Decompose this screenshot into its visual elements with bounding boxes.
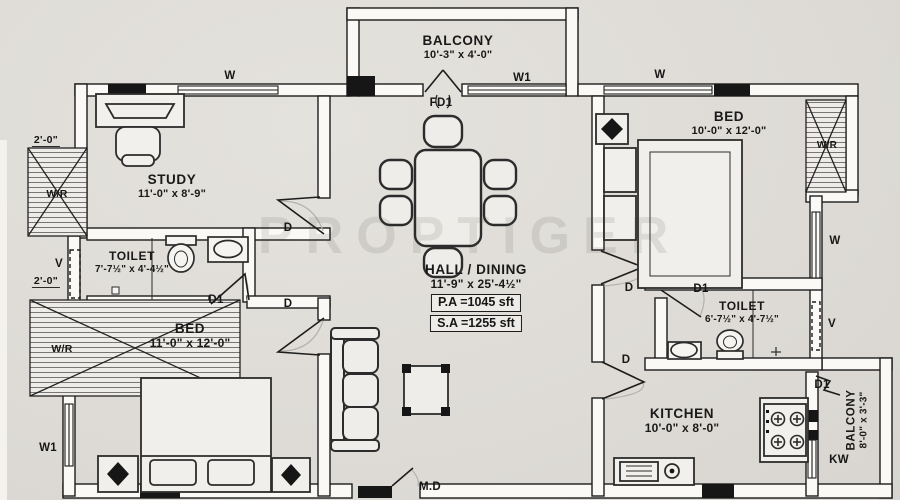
french-door-label: FD1 [429, 97, 453, 109]
room-name: BALCONY [845, 389, 858, 451]
toilet-right-door [660, 289, 702, 318]
main-door-label: M.D [419, 481, 441, 493]
wardrobe-label: W/R [46, 188, 68, 200]
center-table [402, 364, 450, 416]
sofa [330, 327, 380, 452]
room-dims: 10'-3" x 4'-0" [423, 48, 493, 61]
windows [64, 85, 821, 479]
dimension-label: 2'-0" [31, 134, 61, 147]
door1-label: D1 [814, 379, 830, 391]
main-door-leaf [391, 467, 414, 487]
study-door [275, 196, 325, 235]
room-dims: 11'-0" x 8'-9" [138, 187, 206, 200]
room-label-kitchen: KITCHEN 10'-0" x 8'-0" [645, 406, 720, 435]
room-label-bed-left: BED 11'-0" x 12'-0" [150, 321, 231, 350]
door1-label: D1 [693, 283, 709, 295]
room-label-balcony-right: BALCONY 8'-0" x 3'-3" [846, 389, 871, 450]
room-name: BED [174, 321, 206, 336]
toilet-left-fixtures [111, 235, 249, 300]
room-name: BED [713, 109, 745, 124]
room-dims: 7'-7½" x 4'-4½" [95, 263, 169, 275]
door-label: D [283, 222, 293, 234]
room-label-balcony-top: BALCONY 10'-3" x 4'-0" [423, 33, 494, 61]
room-name: HALL / DINING [424, 262, 528, 277]
ventilator-label: V [828, 318, 836, 330]
room-dims: 10'-0" x 8'-0" [644, 420, 720, 435]
room-name: KITCHEN [649, 406, 715, 421]
plot-area-box: P.A =1045 sft [430, 294, 522, 312]
room-label-toilet-left: TOILET 7'-7½" x 4'-4½" [95, 249, 169, 275]
window-label: W [829, 235, 841, 247]
room-label-bed-right: BED 10'-0" x 12'-0" [692, 109, 767, 137]
door-label: D [624, 282, 634, 294]
room-label-study: STUDY 11'-0" x 8'-9" [138, 172, 206, 200]
door1-label: D1 [208, 294, 224, 306]
kitchen-balcony-door [815, 375, 841, 396]
wardrobe-label: W/R [51, 343, 73, 355]
window-label: W [224, 70, 236, 82]
room-name: TOILET [108, 249, 156, 263]
watermark: PROPTIGER [258, 207, 682, 265]
room-dims: 8'-0" x 3'-3" [858, 391, 870, 449]
study-desk [95, 93, 185, 167]
toilet-left-door [210, 272, 250, 305]
door-label: D [621, 354, 631, 366]
room-name: STUDY [147, 172, 197, 187]
ventilator-label: V [55, 258, 63, 270]
door-arcs [244, 200, 705, 487]
wardrobe-label: W/R [816, 140, 838, 151]
door-label: D [283, 298, 293, 310]
dimension-label: 2'-0" [31, 275, 61, 288]
room-dims: 11'-0" x 12'-0" [149, 335, 231, 350]
ventilators [69, 249, 821, 351]
room-dims: 11'-9" x 25'-4½" [430, 276, 522, 291]
kitchen-door [601, 361, 646, 400]
kitchen-sink [613, 457, 695, 486]
dining-set [378, 114, 518, 279]
room-label-toilet-right: TOILET 6'-7½" x 4'-7½" [705, 299, 779, 325]
room-dims: 6'-7½" x 4'-7½" [705, 313, 779, 325]
scan-edge [0, 140, 7, 500]
toilet-right-fixtures [667, 290, 781, 360]
window1-label: W1 [513, 72, 531, 84]
room-name: TOILET [718, 299, 766, 313]
bed-left-door [275, 317, 325, 356]
room-dims: 10'-0" x 12'-0" [691, 124, 767, 137]
kitchen-window-label: KW [829, 454, 849, 466]
bed-right-furniture [595, 113, 743, 289]
room-label-hall-dining: HALL / DINING 11'-9" x 25'-4½" P.A =1045… [424, 262, 528, 333]
bed-left-furniture [97, 377, 311, 493]
window-label: W [654, 69, 666, 81]
kitchen-counter [759, 397, 809, 463]
super-area-box: S.A =1255 sft [430, 314, 522, 333]
room-name: BALCONY [422, 33, 494, 48]
wardrobes [27, 99, 847, 397]
window1-label: W1 [39, 442, 57, 454]
